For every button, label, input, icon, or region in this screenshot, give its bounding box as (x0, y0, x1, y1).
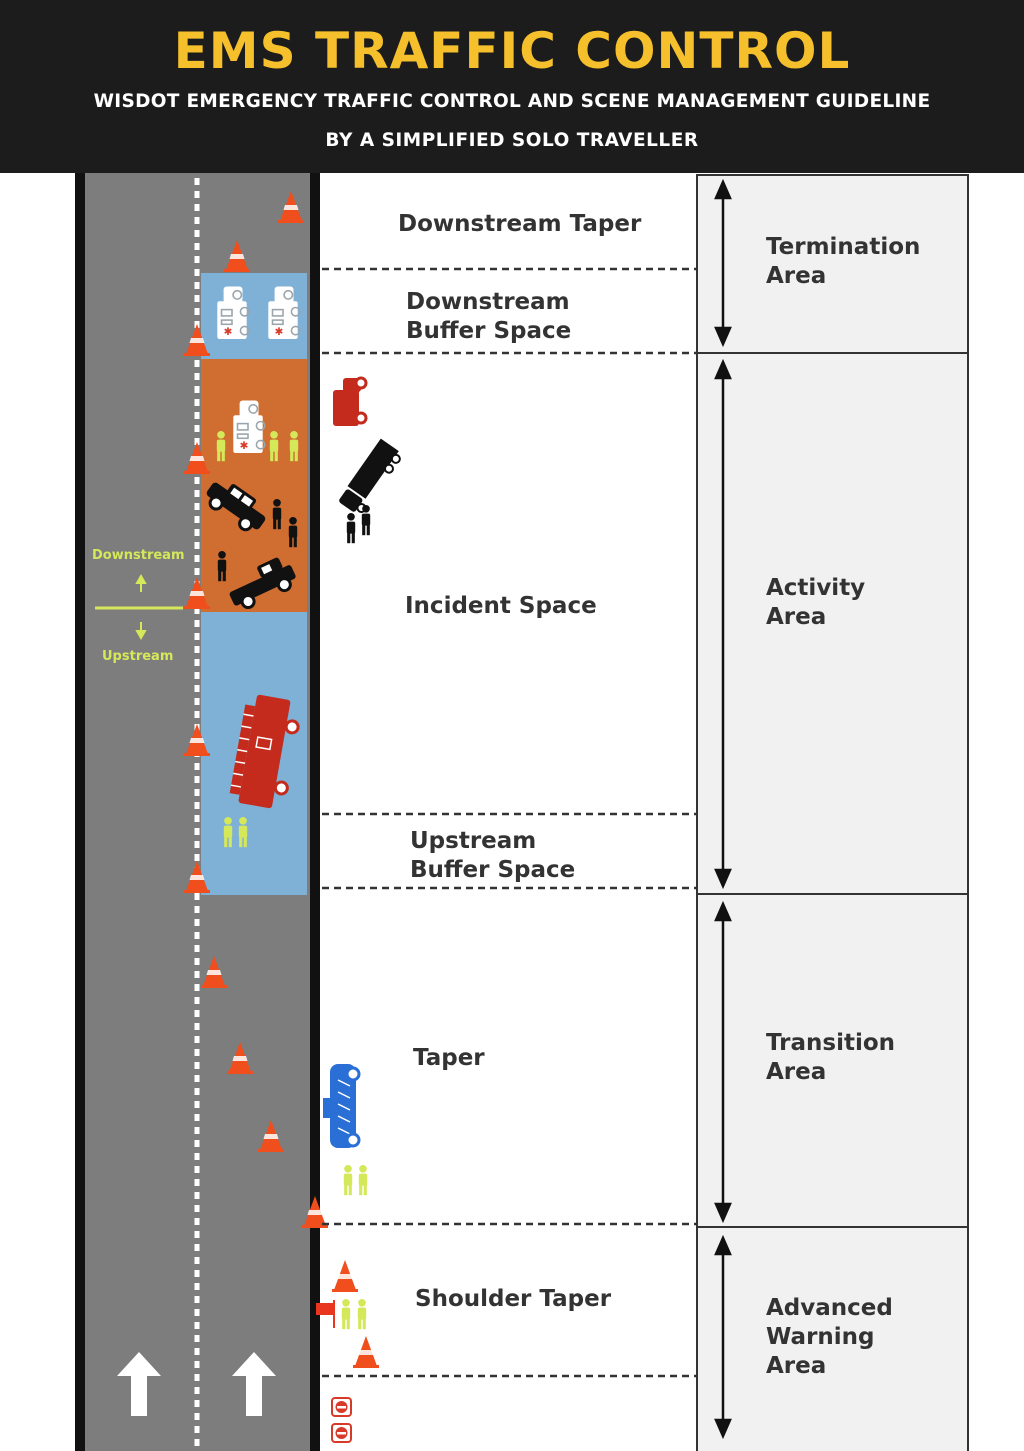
zone-label-incident-space: Incident Space (405, 593, 597, 619)
person-icon (361, 504, 371, 536)
zone-label-shoulder-taper: Shoulder Taper (415, 1286, 612, 1312)
page-byline: BY A SIMPLIFIED SOLO TRAVELLER (325, 130, 699, 151)
zone-label-downstream-taper: Downstream Taper (398, 211, 642, 237)
person-icon (357, 1298, 367, 1330)
zone-label-downstream-buffer: Downstream Buffer Space (406, 289, 572, 344)
do-not-enter-sign-icon (331, 1423, 352, 1443)
area-panels (696, 174, 969, 1451)
police-car-icon (323, 1064, 361, 1148)
zone-label-taper: Taper (413, 1045, 485, 1071)
area-range-arrows (714, 178, 732, 1440)
person-icon (358, 1164, 368, 1196)
semi-truck-icon (339, 438, 401, 514)
fire-truck-icon (229, 694, 300, 809)
page-title: EMS TRAFFIC CONTROL (173, 22, 851, 80)
zone-separators (322, 267, 697, 1378)
person-icon (343, 1164, 353, 1196)
area-label-activity: Activity Area (766, 575, 866, 630)
flag-icon (316, 1300, 335, 1328)
do-not-enter-sign-icon (331, 1397, 352, 1417)
downstream-marker-label: Downstream (92, 548, 185, 563)
pickup-truck-icon (229, 557, 296, 610)
traffic-cone-icon (353, 1336, 379, 1368)
area-label-transition: Transition Area (766, 1030, 896, 1085)
fire-truck-icon (333, 376, 368, 426)
page-subtitle: WISDOT EMERGENCY TRAFFIC CONTROL AND SCE… (93, 91, 931, 112)
upstream-marker-label: Upstream (102, 649, 174, 664)
direction-marker-arrows (135, 573, 147, 641)
area-label-advanced-warning: Advanced Warning Area (766, 1295, 893, 1379)
person-icon (346, 512, 356, 544)
road-edge-left (75, 173, 85, 1451)
zone-label-upstream-buffer: Upstream Buffer Space (410, 828, 576, 883)
traffic-cone-icon (332, 1260, 358, 1292)
header-banner: EMS TRAFFIC CONTROL WISDOT EMERGENCY TRA… (0, 0, 1024, 173)
area-label-termination: Termination Area (766, 234, 921, 289)
person-icon (341, 1298, 351, 1330)
car-icon (206, 482, 266, 532)
road-edge-right (310, 173, 320, 1451)
